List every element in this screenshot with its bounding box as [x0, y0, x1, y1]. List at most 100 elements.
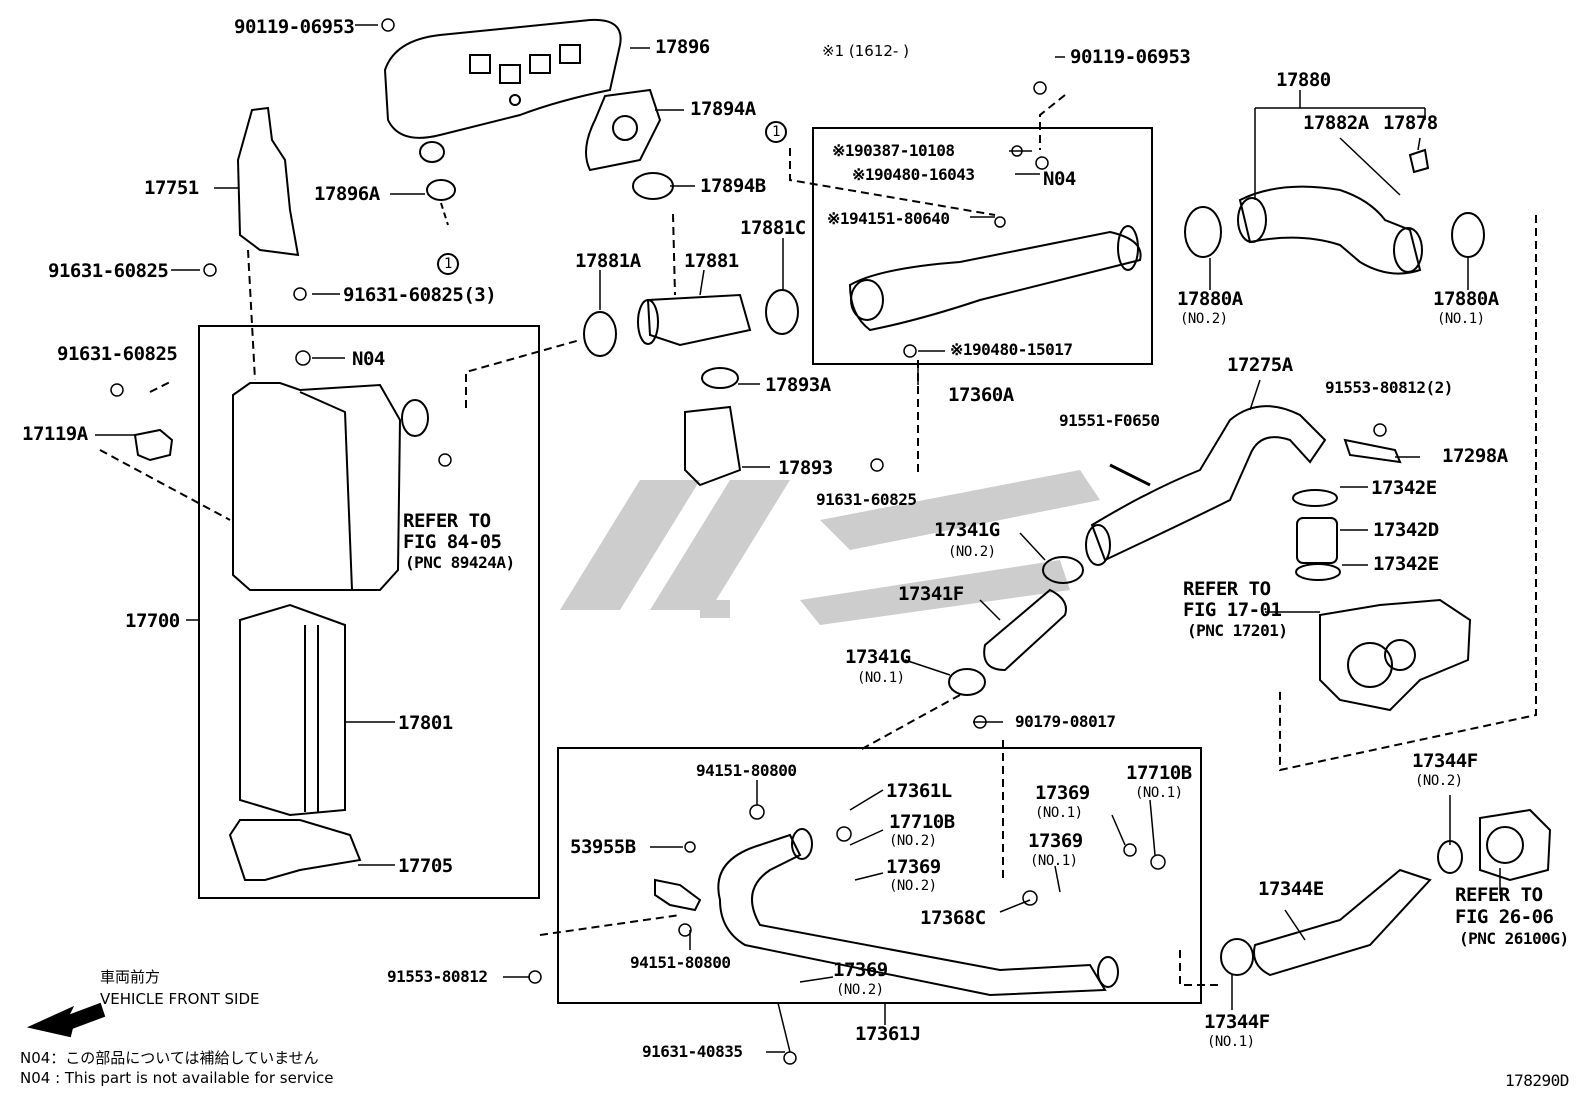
- label-91553-80812: 91553-80812: [387, 967, 488, 986]
- label-17341F: 17341F: [898, 583, 964, 605]
- watermark: [560, 470, 1100, 625]
- duct-17893: [684, 405, 742, 487]
- ref-air-cleaner-l1[interactable]: REFER TO: [403, 510, 491, 532]
- fasteners: [110, 18, 1387, 1065]
- clamp-17896A: [426, 179, 456, 201]
- label-94151-80640: ※194151-80640: [827, 209, 950, 228]
- air-cleaner-lower-17705: [228, 819, 362, 881]
- label-91631-60825-3: 91631-60825(3): [343, 284, 497, 306]
- front-side-en: VEHICLE FRONT SIDE: [100, 990, 260, 1008]
- bolt-91551: [1109, 463, 1151, 487]
- label-17369-no2-b: 17369: [833, 959, 888, 981]
- ref-turbo-l3: (PNC 17201): [1187, 621, 1288, 640]
- label-17710B-no2: 17710B: [889, 811, 955, 833]
- pipe-17275A: [1085, 405, 1327, 566]
- bracket-17894A: [585, 88, 662, 172]
- clamp-17342E-lower: [1295, 563, 1341, 581]
- air-hose-17880: [1237, 185, 1423, 275]
- label-17894A: 17894A: [690, 98, 756, 120]
- ref-turbo-l1[interactable]: REFER TO: [1183, 578, 1271, 600]
- clamp-17344F-no2: [1437, 840, 1463, 874]
- label-17896A: 17896A: [314, 183, 380, 205]
- hose-17341F: [983, 588, 1067, 672]
- ref-throttle-l1[interactable]: REFER TO: [1455, 884, 1543, 906]
- clamp-17880A-no1: [1451, 212, 1485, 258]
- label-90119-06953-b: 90119-06953: [1070, 46, 1191, 68]
- clamp-17344F-no1: [1220, 938, 1254, 976]
- label-17369-no1-a-sub: (NO.1): [1035, 805, 1083, 821]
- label-90119-06953-top: 90119-06953: [234, 16, 355, 38]
- intake-pipe-17360A: [848, 225, 1142, 332]
- inlet-hose-17881: [637, 293, 752, 347]
- ref-air-cleaner-l2[interactable]: FIG 84-05: [403, 531, 502, 553]
- hose-assembly-box-frame: [557, 747, 1202, 1004]
- label-91631-40835: 91631-40835: [642, 1042, 743, 1061]
- air-filter-element-17801: [239, 603, 346, 817]
- label-17705: 17705: [398, 855, 453, 877]
- label-17344F-no2: 17344F: [1412, 750, 1478, 772]
- label-N04-b: N04: [1043, 168, 1076, 190]
- front-side-jp: 車両前方: [100, 968, 161, 986]
- label-17341G-no1: 17341G: [845, 646, 911, 668]
- label-91631-60825-a: 91631-60825: [48, 260, 169, 282]
- figure-id: 178290D: [1505, 1071, 1569, 1090]
- label-17369-no1-b-sub: (NO.1): [1030, 853, 1078, 869]
- label-17880: 17880: [1276, 69, 1331, 91]
- clamp-17881A: [583, 311, 617, 357]
- supersession-note: ※1 (1612- ): [822, 42, 909, 60]
- label-17344F-no2-sub: (NO.2): [1415, 773, 1463, 789]
- label-90480-15017: ※190480-15017: [950, 340, 1073, 359]
- duct-17751: [236, 106, 300, 257]
- turbocharger: [1319, 598, 1472, 712]
- label-17881C: 17881C: [740, 217, 806, 239]
- label-17275A: 17275A: [1227, 354, 1293, 376]
- label-17369-no2-a: 17369: [886, 856, 941, 878]
- label-17298A: 17298A: [1442, 445, 1508, 467]
- label-17880A-no2-sub: (NO.2): [1180, 311, 1228, 327]
- label-17369-no1-b: 17369: [1028, 830, 1083, 852]
- label-17344F-no1-sub: (NO.1): [1207, 1034, 1255, 1050]
- intake-pipe-box-frame: [812, 127, 1153, 365]
- label-17341G-no2-sub: (NO.2): [948, 544, 996, 560]
- label-17710B-no1-sub: (NO.1): [1135, 785, 1183, 801]
- ref-throttle-l2[interactable]: FIG 26-06: [1455, 906, 1554, 928]
- clamp-17881C: [765, 289, 799, 335]
- hose-17344E: [1253, 868, 1432, 977]
- label-17342E-a: 17342E: [1371, 477, 1437, 499]
- label-17880A-no2: 17880A: [1177, 288, 1243, 310]
- label-17361J: 17361J: [855, 1023, 921, 1045]
- callout-1-top: [765, 121, 787, 143]
- label-91631-60825-c: 91631-60825: [816, 490, 917, 509]
- label-17751: 17751: [144, 177, 199, 199]
- label-17369-no2-a-sub: (NO.2): [889, 878, 937, 894]
- label-90179-08017: 90179-08017: [1015, 712, 1116, 731]
- footnote-en: N04 : This part is not available for ser…: [20, 1069, 334, 1087]
- label-17881: 17881: [684, 250, 739, 272]
- label-17710B-no1: 17710B: [1126, 762, 1192, 784]
- label-17880A-no1: 17880A: [1433, 288, 1499, 310]
- ref-air-cleaner-l3: (PNC 89424A): [405, 553, 515, 572]
- label-94151-80800-a: 94151-80800: [696, 761, 797, 780]
- clamp-17880A-no2: [1184, 206, 1222, 258]
- label-17700: 17700: [125, 610, 180, 632]
- heat-insulator-17896: [383, 18, 622, 163]
- label-17344F-no1: 17344F: [1204, 1011, 1270, 1033]
- label-17369-no2-b-sub: (NO.2): [836, 982, 884, 998]
- label-17880A-no1-sub: (NO.1): [1437, 311, 1485, 327]
- label-17368C: 17368C: [920, 907, 986, 929]
- label-17360A: 17360A: [948, 384, 1014, 406]
- label-17342D: 17342D: [1373, 519, 1439, 541]
- label-17710B-no2-sub: (NO.2): [889, 833, 937, 849]
- clamp-17341G-no1: [948, 668, 986, 696]
- label-17894B: 17894B: [700, 175, 766, 197]
- label-17344E: 17344E: [1258, 878, 1324, 900]
- ref-turbo-l2[interactable]: FIG 17-01: [1183, 599, 1282, 621]
- label-17882A: 17882A: [1303, 112, 1369, 134]
- callout-1-top-text: 1: [772, 124, 780, 140]
- sensor-17878: [1408, 148, 1430, 174]
- clamp-17342E-upper: [1292, 489, 1338, 507]
- label-17342E-b: 17342E: [1373, 553, 1439, 575]
- callout-1-left: [437, 253, 459, 275]
- air-cleaner-case-17700: [232, 382, 429, 591]
